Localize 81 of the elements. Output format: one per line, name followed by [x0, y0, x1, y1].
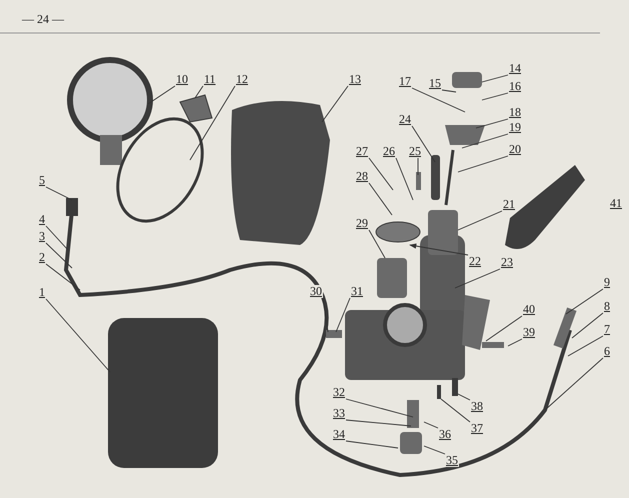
leader-line [46, 186, 72, 200]
leader-line [190, 86, 236, 160]
callout-number: 1 [38, 286, 46, 299]
callout-number: 34 [332, 428, 346, 441]
callout-number: 27 [355, 145, 369, 158]
leader-line [412, 88, 466, 112]
callout-number: 20 [508, 143, 522, 156]
callout-number: 29 [355, 217, 369, 230]
leader-line [346, 440, 398, 448]
callout-number: 26 [382, 145, 396, 158]
leader-line [46, 242, 72, 268]
callout-number: 32 [332, 386, 346, 399]
callout-number: 12 [235, 73, 249, 86]
callout-number: 4 [38, 213, 46, 226]
leader-line [148, 86, 176, 104]
callout-number: 13 [348, 73, 362, 86]
callout-number: 21 [502, 198, 516, 211]
callout-number: 5 [38, 174, 46, 187]
leader-line [368, 182, 392, 216]
callout-number: 28 [355, 170, 369, 183]
leader-line [454, 268, 500, 288]
leader-line [396, 158, 414, 200]
callout-number: 7 [603, 323, 611, 336]
leader-line [566, 288, 604, 314]
callout-number: 18 [508, 106, 522, 119]
callout-number: 35 [445, 454, 459, 467]
callout-number: 37 [470, 422, 484, 435]
callout-number: 9 [603, 276, 611, 289]
leader-line [458, 210, 502, 230]
callout-number: 19 [508, 121, 522, 134]
leader-line [336, 298, 350, 332]
callout-number: 24 [398, 113, 412, 126]
leader-line [462, 134, 508, 148]
leader-line [346, 420, 412, 426]
callout-number: 6 [603, 345, 611, 358]
leader-line [482, 74, 508, 82]
leader-line [442, 90, 456, 92]
callout-number: 41 [610, 196, 622, 211]
callout-number: 31 [350, 285, 364, 298]
callout-number: 23 [500, 256, 514, 269]
leader-line [346, 398, 414, 418]
callout-number: 14 [508, 62, 522, 75]
callout-number: 38 [470, 400, 484, 413]
page-number: — 24 — [22, 12, 64, 27]
leader-arrow [409, 243, 468, 256]
callout-number: 36 [438, 428, 452, 441]
callout-number: 15 [428, 77, 442, 90]
leader-line [440, 398, 470, 422]
callout-number: 39 [522, 326, 536, 339]
callout-number: 22 [468, 255, 482, 268]
leader-line [486, 316, 522, 342]
callout-number: 2 [38, 251, 46, 264]
leader-line [368, 158, 394, 190]
callout-number: 30 [309, 285, 323, 298]
leader-line [458, 394, 470, 400]
leader-line [194, 86, 204, 98]
leader-line [572, 312, 604, 338]
leader-line [424, 446, 446, 454]
leader-line [46, 298, 110, 372]
callout-number: 3 [38, 230, 46, 243]
leader-line [368, 230, 386, 258]
leader-line [508, 338, 522, 346]
callout-number: 17 [398, 75, 412, 88]
leader-line [412, 126, 436, 162]
leader-line [46, 226, 68, 250]
callout-number: 33 [332, 407, 346, 420]
leader-line [46, 264, 80, 290]
callout-number: 40 [522, 303, 536, 316]
leader-line [322, 298, 328, 332]
leader-line [322, 86, 348, 122]
leader-line [424, 422, 438, 428]
callout-number: 16 [508, 80, 522, 93]
leader-line [476, 118, 508, 128]
leader-line [458, 156, 508, 172]
leader-line [482, 92, 508, 100]
leader-line [544, 358, 604, 410]
leader-line [568, 336, 604, 356]
callout-number: 25 [408, 145, 422, 158]
callout-number: 11 [203, 73, 217, 86]
callout-number: 8 [603, 300, 611, 313]
callout-number: 10 [175, 73, 189, 86]
